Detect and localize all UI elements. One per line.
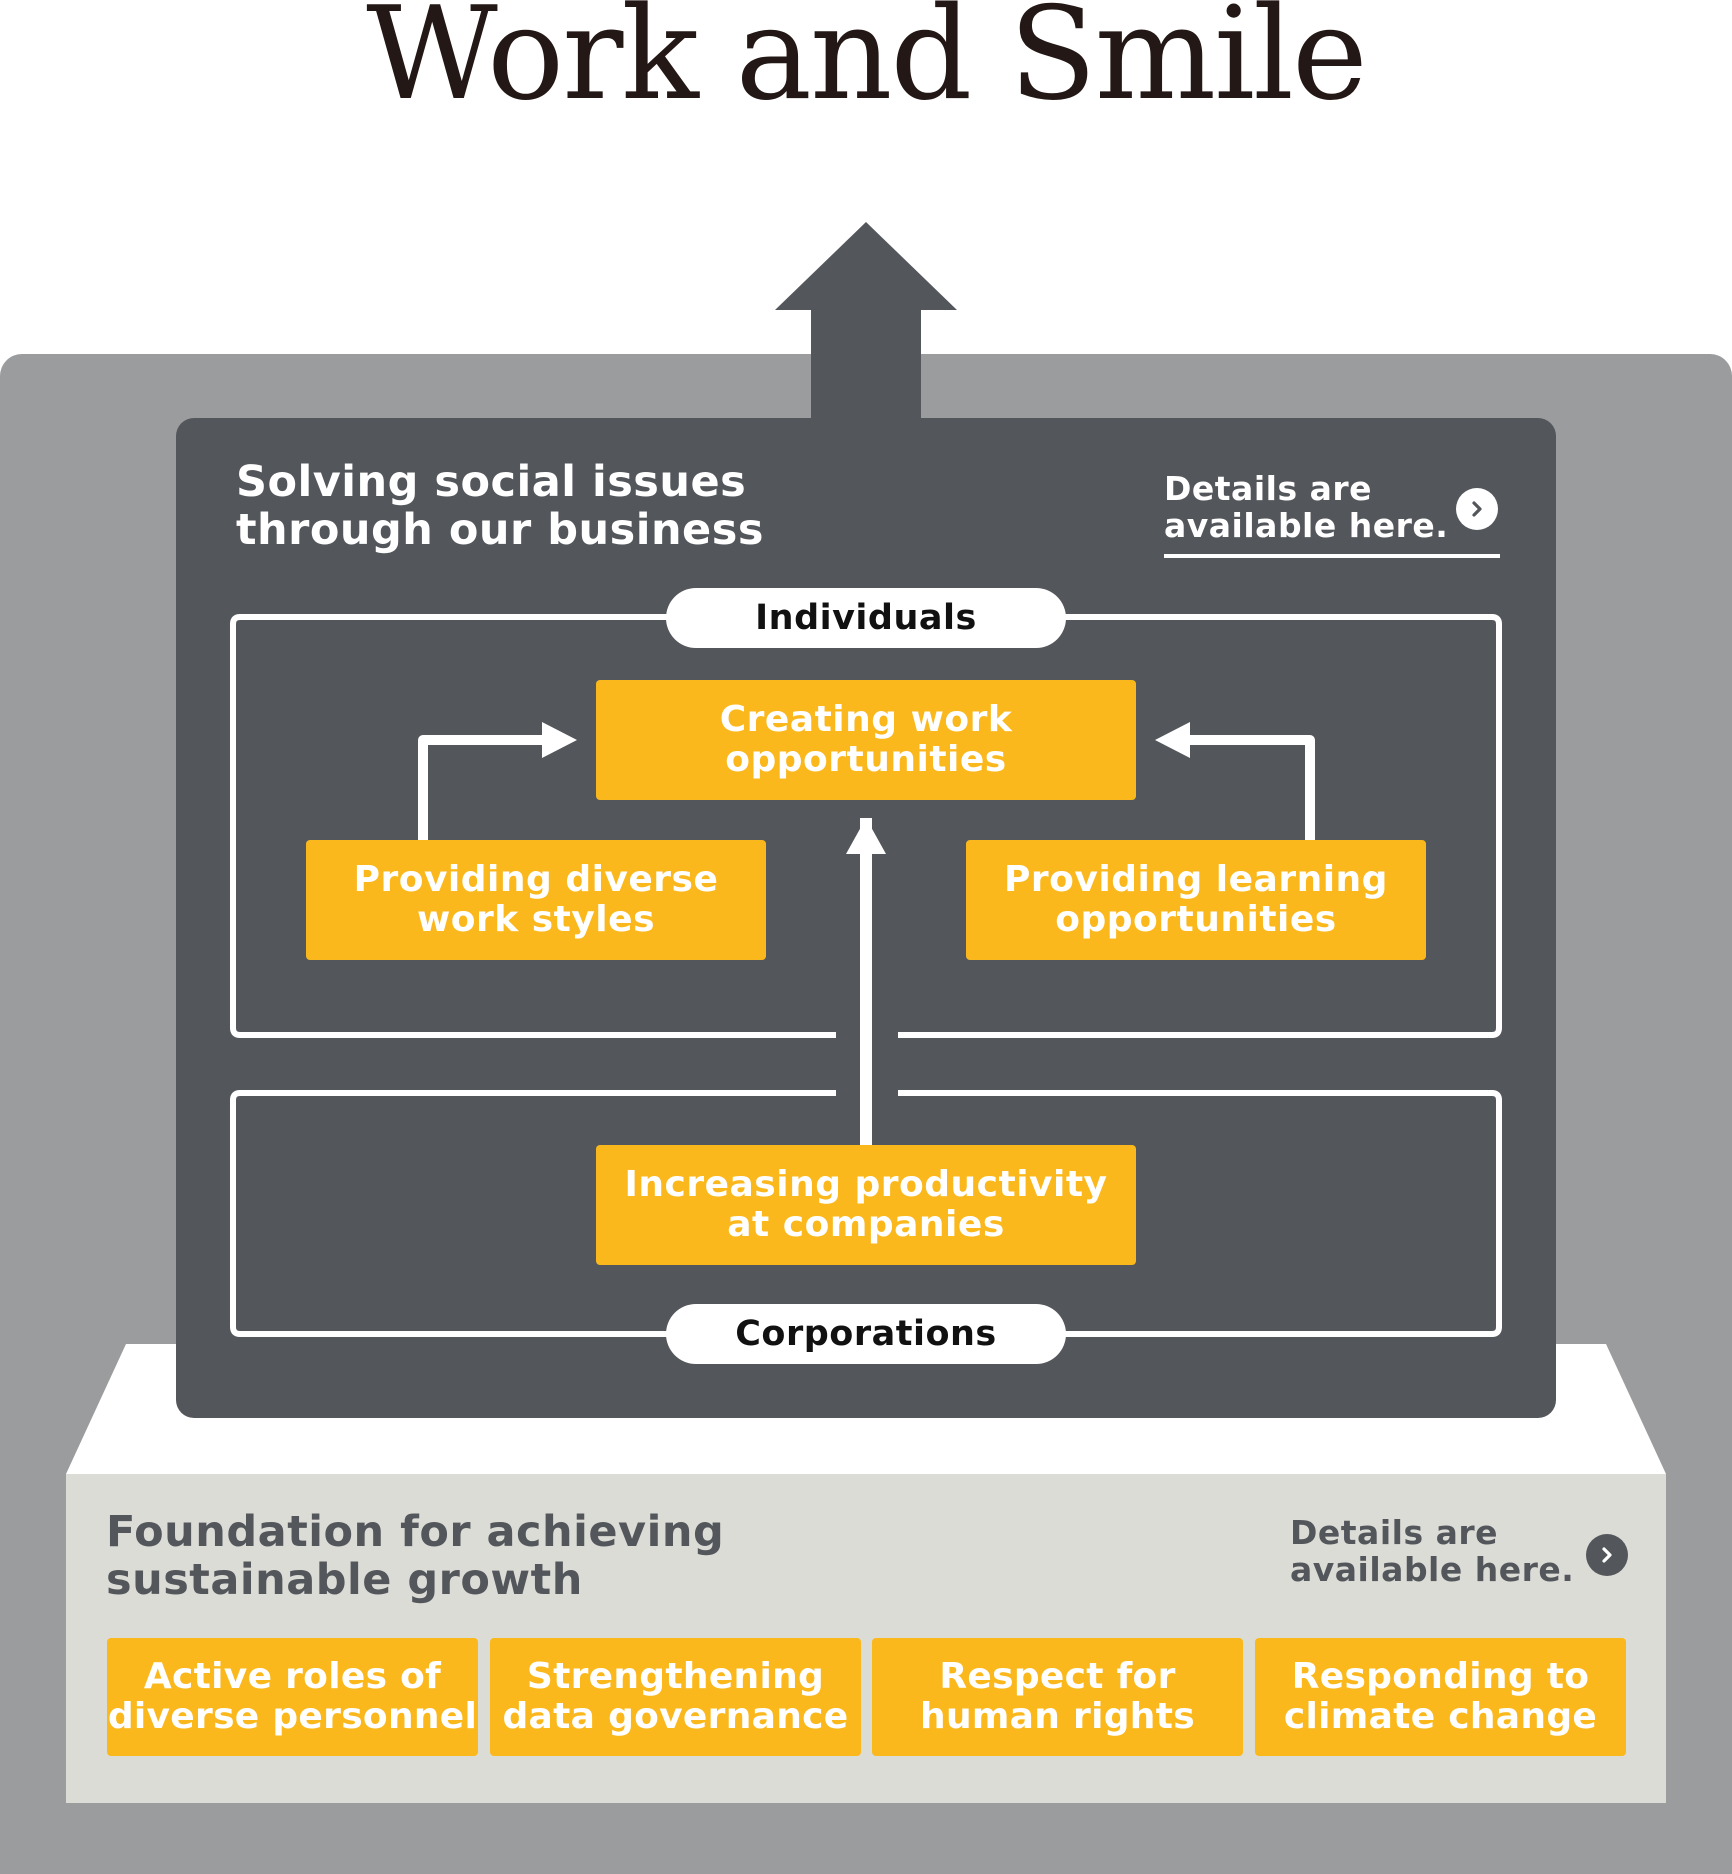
business-flow-lines bbox=[230, 614, 1502, 1337]
corporations-frame-right bbox=[898, 1090, 1502, 1337]
chevron-right-icon[interactable] bbox=[1456, 488, 1498, 530]
page-title: Work and Smile bbox=[366, 0, 1367, 129]
business-heading: Solving social issues through our busine… bbox=[236, 458, 764, 554]
corporations-frame-left bbox=[230, 1090, 836, 1337]
foundation-heading: Foundation for achieving sustainable gro… bbox=[106, 1508, 724, 1604]
foundation-item-diverse-personnel: Active roles of diverse personnel bbox=[107, 1638, 478, 1756]
business-panel: Solving social issues through our busine… bbox=[176, 418, 1556, 1418]
business-details-link[interactable]: Details are available here. bbox=[1164, 469, 1500, 558]
arrow-right-icon bbox=[542, 722, 577, 758]
business-details-line1: Details are bbox=[1164, 469, 1372, 508]
corporations-label: Corporations bbox=[666, 1304, 1066, 1364]
foundation-heading-line2: sustainable growth bbox=[106, 1555, 583, 1605]
arrow-left-icon bbox=[1155, 722, 1190, 758]
box-creating-work-opportunities: Creating work opportunities bbox=[596, 680, 1136, 800]
foundation-heading-line1: Foundation for achieving bbox=[106, 1507, 725, 1557]
business-heading-line2: through our business bbox=[236, 505, 764, 555]
arrow-up-small-icon bbox=[846, 818, 886, 854]
individuals-label: Individuals bbox=[666, 588, 1066, 648]
foundation-item-climate-change: Responding to climate change bbox=[1255, 1638, 1626, 1756]
chevron-right-icon[interactable] bbox=[1586, 1534, 1628, 1576]
box-providing-diverse-work-styles: Providing diverse work styles bbox=[306, 840, 766, 960]
box-providing-learning-opportunities: Providing learning opportunities bbox=[966, 840, 1426, 960]
foundation-panel: Foundation for achieving sustainable gro… bbox=[66, 1474, 1666, 1803]
foundation-item-data-governance: Strengthening data governance bbox=[490, 1638, 861, 1756]
business-details-line2: available here. bbox=[1164, 506, 1449, 545]
left-connector bbox=[418, 735, 546, 840]
business-details-underline bbox=[1164, 554, 1500, 558]
box-increasing-productivity: Increasing productivity at companies bbox=[596, 1145, 1136, 1265]
foundation-details-line2: available here. bbox=[1290, 1550, 1575, 1589]
individuals-frame-left bbox=[230, 614, 836, 1038]
foundation-item-human-rights: Respect for human rights bbox=[872, 1638, 1243, 1756]
individuals-frame-right bbox=[898, 614, 1502, 1038]
foundation-details-line1: Details are bbox=[1290, 1513, 1498, 1552]
right-connector bbox=[1186, 735, 1315, 840]
business-heading-line1: Solving social issues bbox=[236, 457, 747, 507]
